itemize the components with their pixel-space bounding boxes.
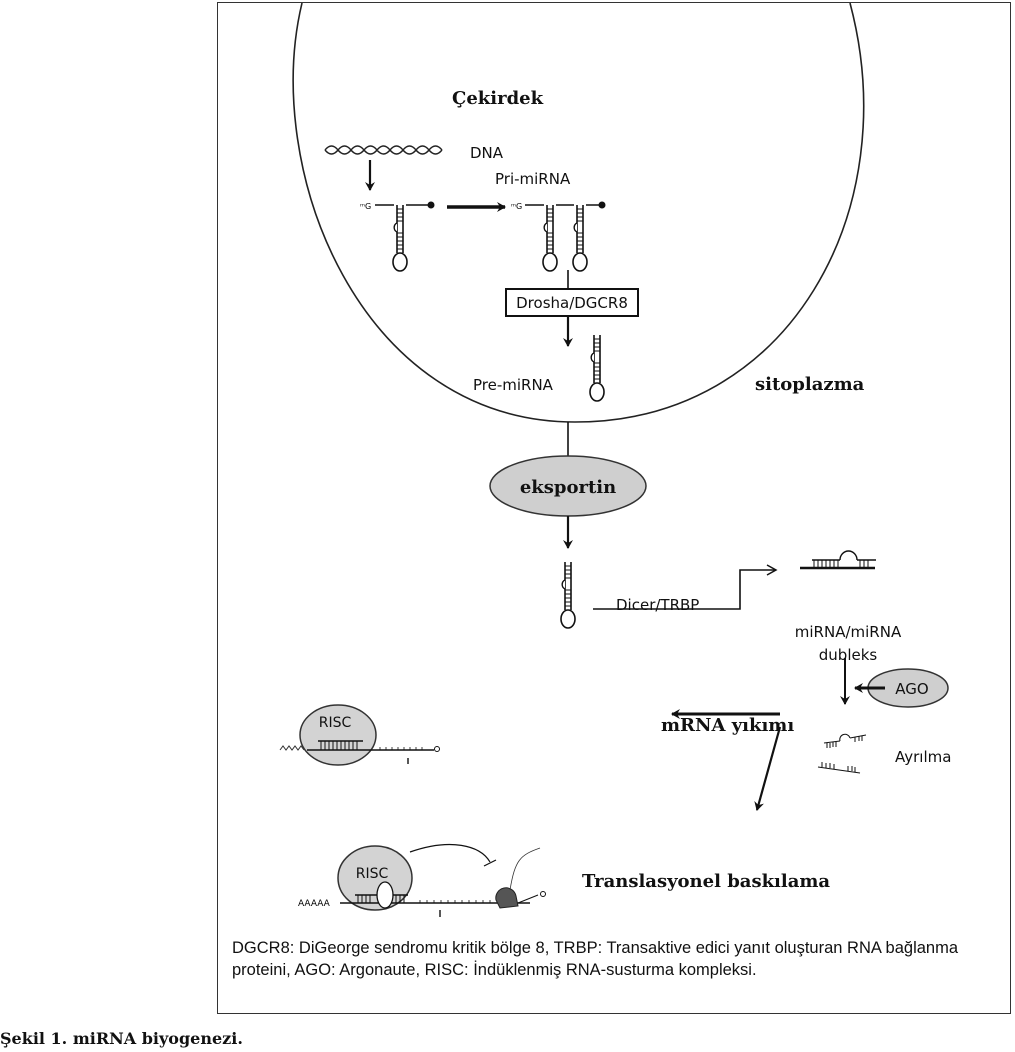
nucleus-membrane <box>292 2 865 423</box>
polya-tail-2: AAAAA <box>298 899 331 909</box>
cytoplasm-label: sitoplazma <box>755 374 865 395</box>
drosha-box <box>505 288 639 317</box>
nucleus-label: Çekirdek <box>452 88 544 109</box>
dna-label: DNA <box>470 144 504 162</box>
cytoplasmic-pre-mirna-icon <box>560 561 576 629</box>
mirna-duplex-icon <box>800 550 876 570</box>
pre-mirna-label: Pre-miRNA <box>473 376 554 394</box>
separated-strands-icon <box>817 733 867 774</box>
exportin-label: eksportin <box>520 477 616 498</box>
ago-label: AGO <box>895 680 928 698</box>
separation-label: Ayrılma <box>895 748 951 766</box>
figure-frame <box>217 2 1011 1014</box>
figure-caption: Şekil 1. miRNA biyogenezi. <box>0 1029 243 1048</box>
dna-helix-icon <box>324 145 443 155</box>
duplex-label-line2: dubleks <box>819 646 878 664</box>
svg-text:ᵐG: ᵐG <box>511 202 522 211</box>
svg-text:ᵐG: ᵐG <box>360 202 371 211</box>
degradation-label: mRNA yıkımı <box>661 715 794 736</box>
drosha-label: Drosha/DGCR8 <box>516 294 628 312</box>
primary-transcript-icon: ᵐG <box>360 201 435 272</box>
risc-label-2: RISC <box>356 866 389 882</box>
repression-label: Translasyonel baskılama <box>582 871 830 892</box>
repression-arrow <box>754 726 782 811</box>
risc-cleavage-complex <box>279 704 440 766</box>
dicer-label: Dicer/TRBP <box>616 596 699 614</box>
dicer-arrow <box>593 564 778 610</box>
duplex-label-line1: miRNA/miRNA <box>795 623 902 641</box>
ribosome-icon <box>495 887 519 909</box>
pre-mirna-icon <box>589 334 605 402</box>
risc-repression-complex <box>337 843 546 917</box>
abbreviation-legend: DGCR8: DiGeorge sendromu kritik bölge 8,… <box>232 939 959 979</box>
pri-mirna-icon: ᵐG <box>511 201 606 272</box>
pri-mirna-label: Pri-miRNA <box>495 170 571 188</box>
risc-label-1: RISC <box>319 715 352 731</box>
